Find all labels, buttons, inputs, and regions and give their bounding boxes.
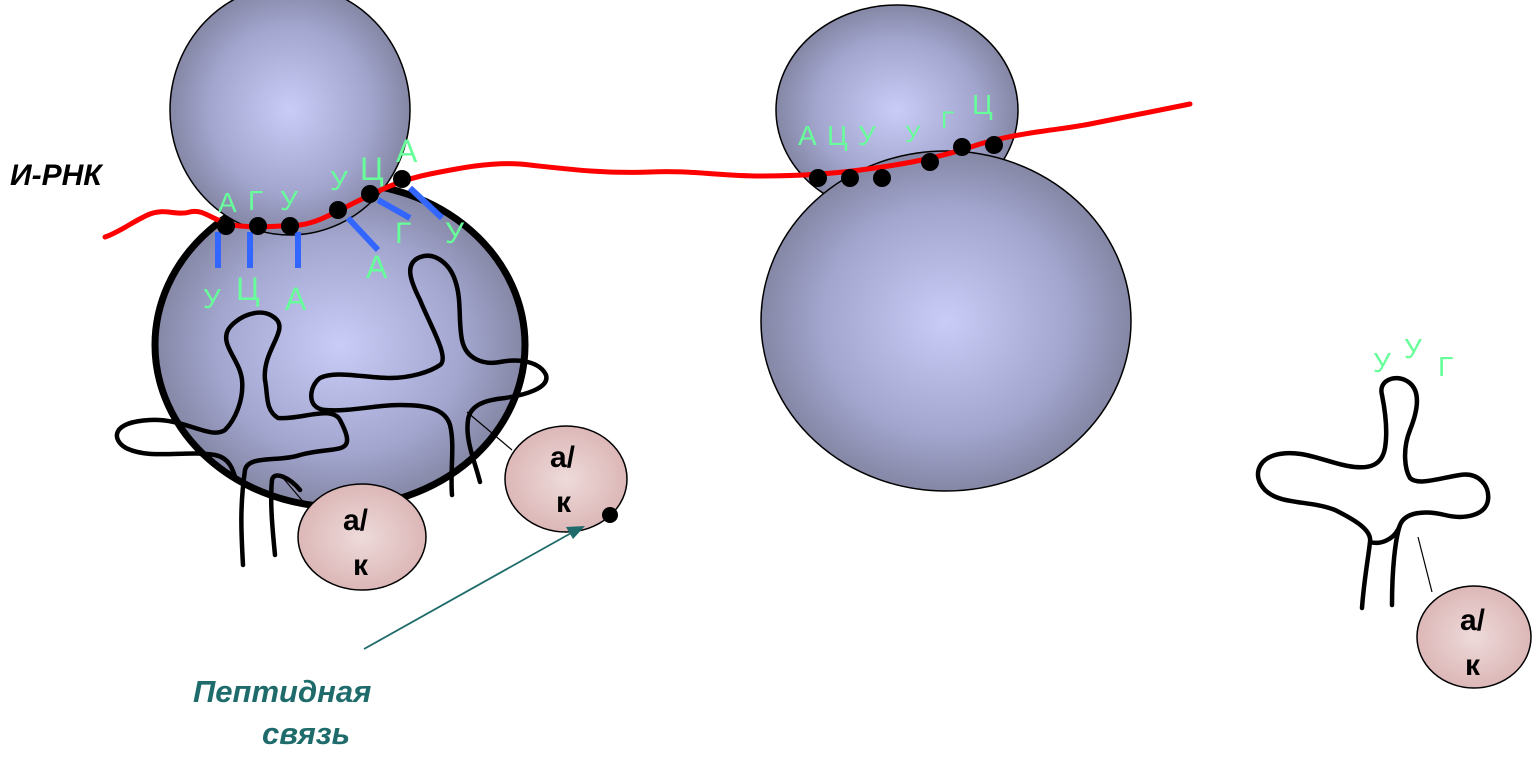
right-ribosome-large-subunit xyxy=(760,150,1132,492)
mrna-dot xyxy=(361,185,379,203)
left-trna-1-linker xyxy=(282,477,313,513)
mrna-dot xyxy=(921,153,939,171)
nucleotide-letter: А xyxy=(396,133,418,169)
nucleotide-letter: Г xyxy=(248,185,263,216)
mrna-label: И-РНК xyxy=(10,159,104,192)
mrna-dot xyxy=(329,201,347,219)
base-pair-bars xyxy=(215,185,445,268)
nucleotide-letter: Г xyxy=(941,107,954,134)
mrna-dot xyxy=(953,138,971,156)
nucleotide-letter: У xyxy=(858,120,876,151)
nucleotide-letter: У xyxy=(280,185,298,216)
left-trna-anticodon-2: А Г У xyxy=(366,217,465,285)
nucleotide-letter: У xyxy=(1404,333,1422,364)
peptide-bond-label-line1: Пептидная xyxy=(193,674,371,709)
left-trna-1 xyxy=(114,310,350,568)
nucleotide-letter: А xyxy=(798,120,817,151)
mrna-dot xyxy=(841,169,859,187)
amino-acid-body xyxy=(1416,585,1532,689)
amino-acid-label-bottom: к xyxy=(1465,649,1481,682)
amino-acid-label-top: а/ xyxy=(550,441,576,474)
mrna-dots xyxy=(217,136,1003,235)
right-mrna-codon-2: У Г Ц xyxy=(905,89,993,148)
mrna-dot xyxy=(873,169,891,187)
nucleotide-letter: У xyxy=(905,121,921,148)
mrna-dot xyxy=(217,217,235,235)
amino-acid-label-bottom: к xyxy=(556,486,572,519)
mrna-dot xyxy=(281,217,299,235)
mrna-dot xyxy=(985,136,1003,154)
nucleotide-letter: Г xyxy=(395,217,411,250)
free-trna-linker xyxy=(1417,536,1433,593)
nucleotide-letter: У xyxy=(1373,347,1391,378)
left-mrna-codon-1: А Г У xyxy=(218,185,298,218)
mrna-strand xyxy=(102,101,1193,240)
base-pair-bar-4 xyxy=(345,215,381,253)
nucleotide-letter: Г xyxy=(1438,351,1453,382)
mrna-dot xyxy=(249,217,267,235)
nucleotide-letter: А xyxy=(285,281,307,317)
right-ribosome xyxy=(760,4,1132,492)
right-mrna-codon-1: А Ц У xyxy=(798,120,876,151)
nucleotide-letter: Ц xyxy=(827,120,848,151)
left-trna-2 xyxy=(309,253,549,498)
nucleotide-letter: У xyxy=(445,217,465,250)
left-trna-anticodon-1: У Ц А xyxy=(203,271,307,317)
amino-acid-3: а/ к xyxy=(1416,585,1532,689)
peptide-bond-dot xyxy=(602,507,618,523)
amino-acid-body xyxy=(504,425,628,533)
base-pair-bar-5 xyxy=(376,197,412,221)
amino-acid-2: а/ к xyxy=(504,425,628,533)
nucleotide-letter: Ц xyxy=(236,271,260,307)
free-trna xyxy=(1255,375,1491,611)
nucleotide-letter: Ц xyxy=(360,151,384,187)
left-trna-2-linker xyxy=(466,411,513,451)
nucleotide-letter: А xyxy=(366,249,388,285)
nucleotide-letter: Ц xyxy=(972,89,993,120)
amino-acid-1: а/ к xyxy=(297,483,427,591)
amino-acid-label-top: а/ xyxy=(1460,604,1486,637)
mrna-dot xyxy=(809,169,827,187)
left-mrna-codon-2: У Ц А xyxy=(330,133,418,196)
left-ribosome-large-subunit xyxy=(151,179,529,511)
peptide-bond-arrow xyxy=(363,526,585,650)
mrna-dot xyxy=(393,170,411,188)
amino-acid-label-top: а/ xyxy=(343,504,369,537)
nucleotide-letter: У xyxy=(330,165,348,196)
nucleotide-letter: У xyxy=(203,283,221,314)
amino-acid-body xyxy=(297,483,427,591)
base-pair-bar-6 xyxy=(407,185,445,221)
free-trna-anticodon: У У Г xyxy=(1373,333,1453,382)
nucleotide-letter: А xyxy=(218,187,237,218)
peptide-bond-label-line2: связь xyxy=(262,716,350,751)
amino-acid-label-bottom: к xyxy=(353,549,369,582)
